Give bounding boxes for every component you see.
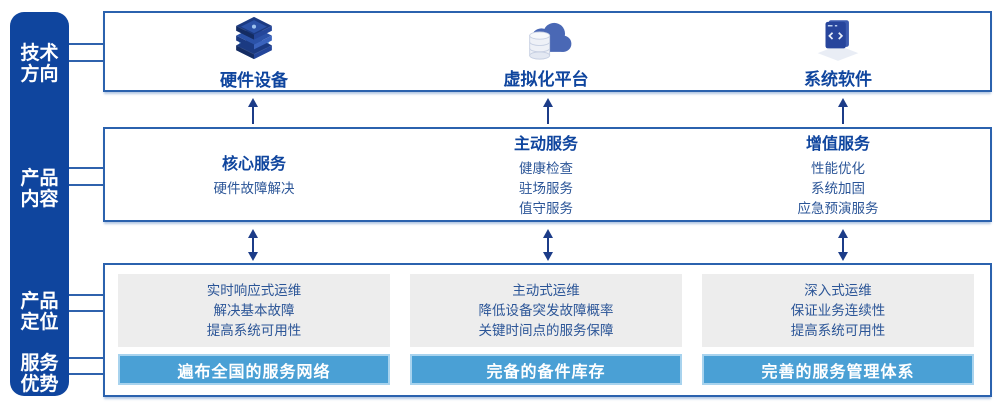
service-item: 值守服务 [519,201,573,216]
service-item: 系统加固 [811,181,865,196]
positioning-line: 实时响应式运维 [206,282,302,298]
tech-col-hardware: 硬件设备 [118,13,390,90]
service-item: 驻场服务 [519,181,573,196]
advantage-bar: 完备的备件库存 [410,354,682,385]
positioning-col-proactive: 主动式运维 降低设备突发故障概率 关键时间点的服务保障 完备的备件库存 [410,274,682,385]
sidebar-label-service-advantage: 服务优势 [20,353,59,395]
positioning-box: 主动式运维 降低设备突发故障概率 关键时间点的服务保障 [410,274,682,347]
connector-line [69,43,103,45]
service-title: 增值服务 [805,136,870,153]
arrow-up-icon [838,98,848,124]
positioning-line: 主动式运维 [512,282,580,298]
positioning-col-deep: 深入式运维 保证业务连续性 提高系统可用性 完善的服务管理体系 [702,274,974,385]
service-title: 核心服务 [221,156,286,173]
advantage-bar: 完善的服务管理体系 [702,354,974,385]
tech-label-system-software: 系统软件 [804,70,872,89]
positioning-box: 实时响应式运维 解决基本故障 提高系统可用性 [118,274,390,347]
sidebar-label-tech-direction: 技术方向 [20,43,59,85]
arrow-updown-icon [543,229,553,261]
positioning-line: 提高系统可用性 [206,322,302,338]
positioning-line: 保证业务连续性 [790,302,886,318]
service-col-core: 核心服务 硬件故障解决 [118,129,390,220]
tech-label-virtualization: 虚拟化平台 [503,70,589,89]
positioning-line: 关键时间点的服务保障 [478,322,614,338]
positioning-panel: 实时响应式运维 解决基本故障 提高系统可用性 遍布全国的服务网络 主动式运维 降… [103,263,992,397]
connector-line [69,294,103,296]
service-title: 主动服务 [513,136,578,153]
advantage-bar: 遍布全国的服务网络 [118,354,390,385]
positioning-line: 降低设备突发故障概率 [478,302,614,318]
category-sidebar: 技术方向 产品内容 产品定位 服务优势 [10,12,69,396]
service-item: 硬件故障解决 [213,181,295,196]
cloud-database-icon [517,13,575,63]
product-content-panel: 核心服务 硬件故障解决 主动服务 健康检查 驻场服务 值守服务 增值服务 性能优… [103,127,992,222]
positioning-line: 提高系统可用性 [790,322,886,338]
server-stack-icon [228,12,280,64]
connector-line [69,373,103,375]
code-window-icon [813,13,863,63]
tech-col-system-software: 系统软件 [702,13,974,90]
connector-line [69,310,103,312]
sidebar-label-product-content: 产品内容 [20,168,59,210]
service-col-value-added: 增值服务 性能优化 系统加固 应急预演服务 [702,129,974,220]
connector-line [69,60,103,62]
service-col-proactive: 主动服务 健康检查 驻场服务 值守服务 [410,129,682,220]
positioning-box: 深入式运维 保证业务连续性 提高系统可用性 [702,274,974,347]
connector-line [69,184,103,186]
arrow-updown-icon [838,229,848,261]
tech-col-virtualization: 虚拟化平台 [410,13,682,90]
tech-label-hardware: 硬件设备 [220,71,288,90]
positioning-line: 深入式运维 [804,282,872,298]
positioning-line: 解决基本故障 [213,302,295,318]
service-item: 应急预演服务 [797,201,879,216]
tech-direction-panel: 硬件设备 虚拟化平台 [103,11,992,92]
arrow-up-icon [248,98,258,124]
service-item: 健康检查 [519,161,573,176]
sidebar-label-product-positioning: 产品定位 [20,291,59,333]
service-item: 性能优化 [811,161,865,176]
positioning-col-realtime: 实时响应式运维 解决基本故障 提高系统可用性 遍布全国的服务网络 [118,274,390,385]
arrow-up-icon [543,98,553,124]
arrow-updown-icon [248,229,258,261]
connector-line [69,357,103,359]
connector-line [69,167,103,169]
